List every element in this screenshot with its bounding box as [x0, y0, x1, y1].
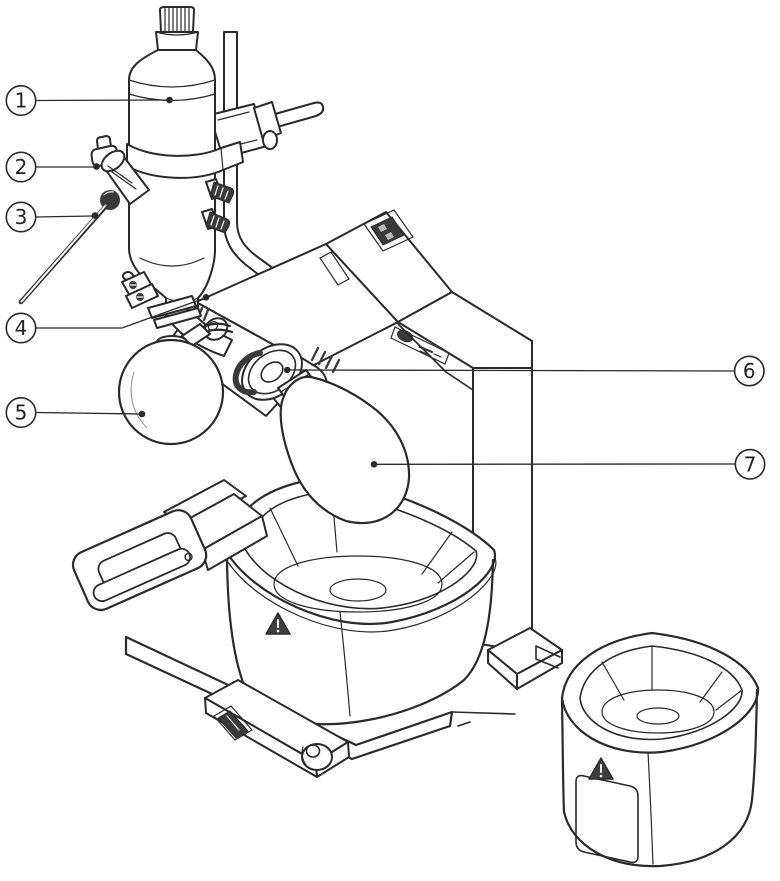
callout-5: 5: [5, 396, 146, 428]
callout-3-dot: [91, 212, 99, 219]
warning-triangle-icon: [588, 757, 614, 780]
foot-block: [487, 627, 563, 690]
callout-6: 6: [284, 355, 765, 387]
callout-1-number: 1: [15, 89, 28, 113]
callout-7-dot: [370, 461, 378, 468]
callout-7-number: 7: [744, 452, 757, 476]
callout-6-dot: [284, 366, 291, 374]
callout-5-dot: [138, 410, 146, 418]
clip-block: [121, 271, 159, 309]
lift-handle: [71, 479, 268, 612]
condensate-bottle: [126, 6, 244, 317]
bottle-strap: [126, 141, 244, 179]
callout-1: 1: [5, 85, 173, 117]
receiving-flask: [117, 322, 234, 446]
front-panel: [204, 679, 350, 778]
callout-7: 7: [370, 448, 766, 480]
spare-heating-bath: [560, 631, 760, 868]
clamp-handle-bar: [267, 101, 325, 130]
vacuum-valve: [18, 135, 150, 305]
power-switch: [217, 710, 249, 739]
warning-triangle-icon: [265, 612, 291, 635]
hose-barb-fitting-lower: [201, 208, 231, 234]
callout-4-dot: [202, 294, 210, 301]
callout-6-number: 6: [743, 359, 756, 383]
bath-front-pocket: [575, 774, 639, 864]
vent-slot: [319, 251, 350, 286]
callouts: 1 2 3 4 5 6: [5, 85, 766, 480]
rod-clamp: [209, 101, 325, 159]
connector-port: [396, 329, 414, 343]
callout-1-dot: [166, 96, 173, 104]
control-switch: [363, 209, 414, 252]
capillary-tube: [18, 203, 109, 305]
callout-3-number: 3: [15, 205, 28, 229]
callout-2-number: 2: [15, 155, 28, 179]
callout-4: 4: [5, 294, 210, 344]
hose-barb-fitting-upper: [205, 178, 235, 204]
base-plate: [124, 627, 563, 778]
callout-5-number: 5: [15, 401, 28, 425]
callout-2-dot: [93, 163, 100, 170]
callout-2: 2: [5, 151, 100, 183]
callout-4-number: 4: [15, 316, 28, 340]
evaporating-flask: [277, 369, 411, 525]
callout-3: 3: [5, 201, 99, 233]
